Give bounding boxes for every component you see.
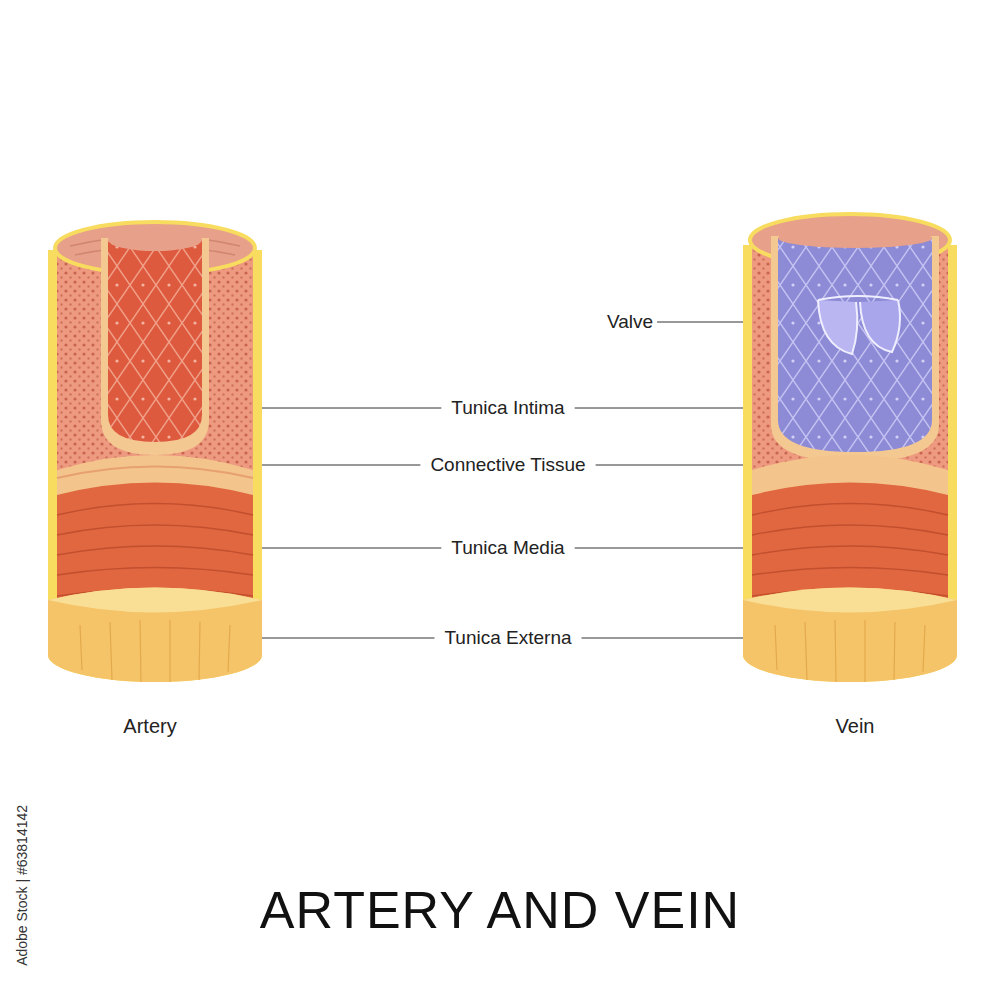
part-label: Tunica Media [451, 537, 564, 560]
diagram-title: ARTERY AND VEIN [260, 879, 740, 941]
vessel-name: Artery [123, 714, 176, 738]
vessel-name: Vein [836, 714, 875, 738]
artery-drawing [48, 222, 262, 682]
part-label: Tunica Externa [444, 627, 571, 650]
valve-label: Valve [607, 311, 653, 334]
part-label: Connective Tissue [430, 454, 585, 477]
vein-drawing [743, 214, 957, 682]
part-label: Tunica Intima [451, 397, 564, 420]
watermark: Adobe Stock | #63814142 [14, 805, 31, 966]
